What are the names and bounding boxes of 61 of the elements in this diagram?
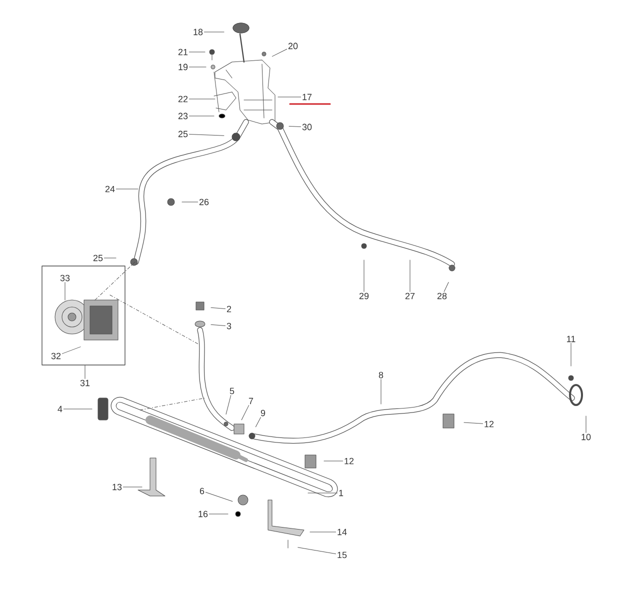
- callout-number: 22: [178, 96, 188, 102]
- leader-line: [255, 417, 261, 428]
- leader-line: [298, 547, 336, 554]
- callout-number: 21: [178, 48, 188, 56]
- leader-line: [205, 492, 233, 502]
- callout-number: 30: [302, 124, 312, 130]
- leader-line: [308, 492, 338, 494]
- leader-line: [64, 282, 66, 300]
- callout-number: 12: [344, 458, 354, 464]
- leader-line: [272, 48, 288, 57]
- leader-line: [324, 460, 344, 462]
- leader-line: [226, 395, 232, 414]
- callout-number: 20: [288, 42, 298, 50]
- leader-line: [84, 365, 86, 379]
- callout-number: 4: [58, 406, 62, 412]
- callout-number: 7: [248, 398, 254, 404]
- leader-line: [122, 486, 142, 488]
- callout-number: 26: [199, 198, 209, 206]
- leader-line: [63, 408, 92, 410]
- leader-line: [464, 422, 484, 424]
- callout-number: 33: [60, 274, 70, 282]
- callout-number: 24: [105, 186, 115, 192]
- callout-number: 12: [484, 420, 494, 428]
- callout-number: 18: [194, 28, 203, 36]
- callout-number: 9: [260, 410, 266, 416]
- leader-line: [444, 282, 449, 292]
- callout-number: 15: [338, 552, 347, 558]
- callout-number: 2: [226, 306, 232, 312]
- callout-number: 23: [178, 112, 188, 120]
- callout-number: 16: [198, 510, 208, 518]
- callout-number: 8: [378, 372, 384, 378]
- callout-number: 32: [51, 352, 61, 360]
- callout-number: 25: [178, 130, 188, 138]
- callout-number: 1: [339, 490, 344, 496]
- leader-line: [188, 98, 216, 100]
- callout-number: 14: [338, 528, 347, 536]
- leader-line: [570, 343, 572, 366]
- callout-number: 27: [405, 292, 415, 300]
- leader-line: [62, 346, 81, 354]
- callout-number: 19: [178, 64, 188, 70]
- callout-number: 29: [359, 292, 369, 300]
- callout-number: 25: [93, 254, 103, 262]
- callout-number: 3: [226, 322, 232, 330]
- leader-line: [278, 96, 302, 98]
- callout-number: 28: [437, 292, 447, 300]
- inset-frame: [42, 266, 126, 366]
- callout-number: 13: [112, 484, 122, 490]
- callout-number: 6: [200, 488, 204, 494]
- callout-number: 11: [567, 336, 576, 342]
- leader-line: [116, 188, 138, 190]
- leader-line: [288, 126, 302, 127]
- leader-line: [241, 405, 250, 420]
- callout-number: 10: [582, 434, 591, 440]
- leader-line: [188, 66, 206, 68]
- leader-line: [210, 307, 226, 309]
- callout-number: 31: [80, 380, 90, 386]
- leader-line: [210, 324, 226, 326]
- leader-line: [188, 134, 224, 136]
- callout-number: 5: [230, 388, 234, 394]
- callout-number: 17: [302, 94, 312, 100]
- leader-line: [380, 379, 382, 404]
